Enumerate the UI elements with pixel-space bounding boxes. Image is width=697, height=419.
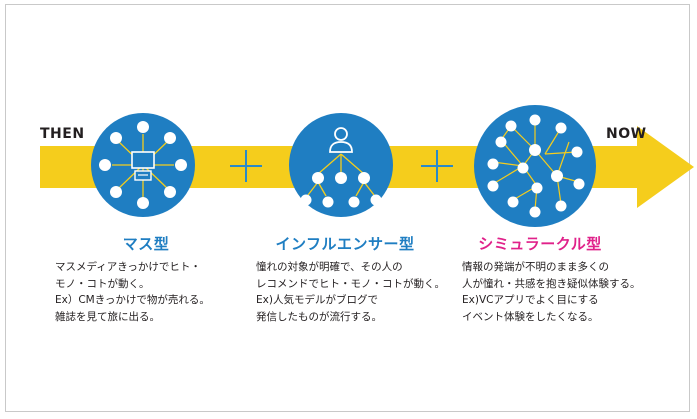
column-title-mass: マス型 [122,235,170,253]
device-icon [131,151,155,181]
now-label: NOW [606,126,647,142]
column-desc-simulacra: 情報の発端が不明のまま多くの 人が憧れ・共感を抱き疑似体験する。 Ex)VCアプ… [462,261,641,323]
then-label: THEN [40,126,85,142]
simulacra-diagram [474,105,596,227]
column-desc-mass: マスメディアきっかけでヒト・ モノ・コトが動く。 Ex）CMきっかけで物が売れる… [55,261,210,323]
column-title-influencer: インフルエンサー型 [275,235,415,253]
column-title-simulacra: シミュラークル型 [478,235,602,253]
plus-icon-2 [421,150,453,182]
mass-diagram [91,113,195,217]
plus-icon-1 [230,150,262,182]
column-desc-influencer: 憧れの対象が明確で、その人の レコメンドでヒト・モノ・コトが動く。 Ex)人気モ… [256,261,445,323]
influencer-diagram [289,113,393,217]
person-icon [329,127,353,153]
